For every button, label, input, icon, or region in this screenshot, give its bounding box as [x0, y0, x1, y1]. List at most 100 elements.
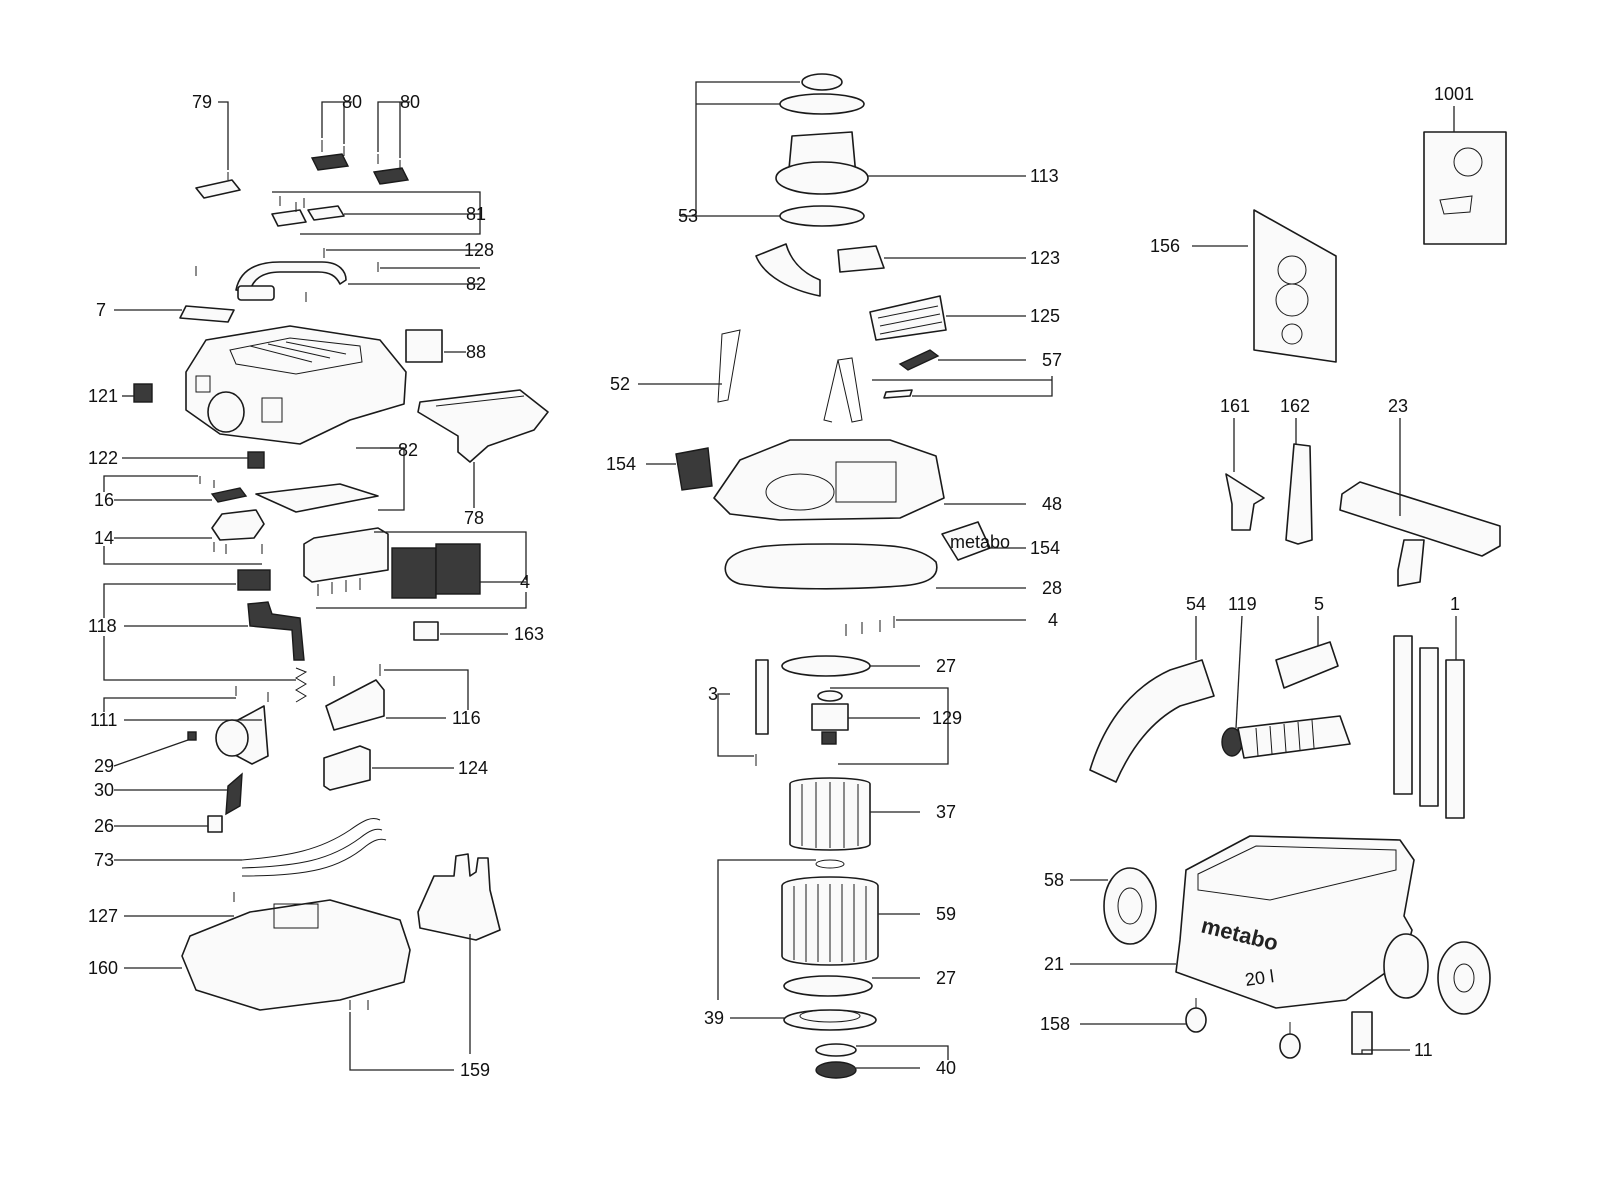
label-78: 78 — [464, 508, 484, 528]
label-1: 1 — [1450, 594, 1460, 614]
label-3: 3 — [708, 684, 718, 704]
part-53-ring-top — [779, 73, 865, 115]
part-14-holder — [211, 509, 265, 554]
label-27b: 27 — [936, 968, 956, 988]
label-122: 122 — [88, 448, 118, 468]
part-160-base — [181, 892, 411, 1011]
part-26-pad — [207, 815, 223, 833]
label-121: 121 — [88, 386, 118, 406]
part-27-seal-top — [781, 655, 871, 677]
part-113-motor — [775, 131, 869, 195]
label-154b: 154 — [1030, 538, 1060, 558]
label-118: 118 — [88, 616, 117, 636]
label-124: 124 — [458, 758, 488, 778]
container-capacity-text: 20 l — [1244, 966, 1276, 990]
label-154a: 154 — [606, 454, 636, 474]
part-122-connector — [247, 451, 265, 469]
label-53: 53 — [678, 206, 698, 226]
label-80a: 80 — [342, 92, 362, 112]
part-158-castors — [1185, 998, 1301, 1059]
part-159-bracket — [417, 853, 501, 941]
label-39: 39 — [704, 1008, 724, 1028]
part-48-lid — [713, 439, 945, 521]
label-113: 113 — [1030, 166, 1059, 186]
part-1001-label — [1423, 131, 1507, 245]
label-16: 16 — [94, 490, 114, 510]
part-39-cap — [783, 1009, 877, 1031]
part-118-block — [237, 569, 271, 591]
label-161: 161 — [1220, 396, 1250, 416]
part-124-filter — [323, 745, 371, 791]
part-81-brackets — [271, 196, 345, 227]
label-29: 29 — [94, 756, 114, 776]
label-111: 111 — [90, 710, 117, 730]
label-11: 11 — [1414, 1040, 1433, 1060]
part-4-screws — [845, 616, 895, 636]
label-27a: 27 — [936, 656, 956, 676]
part-53-gasket — [779, 205, 865, 227]
label-26: 26 — [94, 816, 114, 836]
label-81: 81 — [466, 204, 486, 224]
label-57: 57 — [1042, 350, 1062, 370]
label-163: 163 — [514, 624, 544, 644]
part-121-switch — [133, 383, 153, 403]
part-154-latch-left — [675, 447, 713, 491]
part-59-filter — [781, 859, 879, 966]
part-28-gasket — [724, 543, 938, 590]
label-129: 129 — [932, 708, 962, 728]
part-40-nut — [815, 1043, 857, 1079]
part-21-container: metabo 20 l — [1175, 835, 1415, 1009]
label-4a: 4 — [520, 572, 530, 592]
label-59: 59 — [936, 904, 956, 924]
label-158: 158 — [1040, 1014, 1070, 1034]
part-163-label — [413, 621, 439, 641]
label-88: 88 — [466, 342, 486, 362]
label-7: 7 — [96, 300, 106, 320]
label-48: 48 — [1042, 494, 1062, 514]
part-3-rod — [755, 659, 769, 766]
part-156-filter-bag — [1253, 209, 1337, 363]
part-11-label — [1351, 1011, 1373, 1055]
part-73-cables — [241, 817, 387, 877]
callout-labels: 79 80 80 81 128 82 7 88 121 122 82 78 16… — [88, 84, 1474, 1080]
part-54-handle-tube — [1089, 659, 1215, 783]
label-162: 162 — [1280, 396, 1310, 416]
svg-text:metabo: metabo — [950, 532, 1010, 552]
part-5-adapter — [1275, 641, 1339, 689]
part-23-floor-nozzle — [1339, 481, 1501, 587]
part-52-rod — [717, 329, 741, 403]
part-123-shields — [755, 243, 885, 297]
part-57-latch — [883, 349, 940, 399]
label-82a: 82 — [466, 274, 486, 294]
label-116: 116 — [452, 708, 481, 728]
label-37: 37 — [936, 802, 956, 822]
part-82-plate — [255, 483, 379, 513]
label-58: 58 — [1044, 870, 1064, 890]
label-79: 79 — [192, 92, 212, 112]
part-27-seal-bottom — [783, 975, 873, 997]
leader-lines — [103, 81, 1457, 1071]
label-160: 160 — [88, 958, 118, 978]
label-125: 125 — [1030, 306, 1060, 326]
label-40: 40 — [936, 1058, 956, 1078]
label-127: 127 — [88, 906, 118, 926]
part-125-grille — [869, 295, 947, 341]
label-82b: 82 — [398, 440, 418, 460]
part-78-cover — [417, 389, 549, 463]
part-88-label — [405, 329, 443, 363]
label-52: 52 — [610, 374, 630, 394]
part-1-tubes — [1393, 635, 1465, 819]
part-housing-top — [185, 325, 407, 445]
part-129-float — [811, 690, 849, 745]
label-23: 23 — [1388, 396, 1408, 416]
part-58-wheel — [1103, 867, 1157, 945]
label-30: 30 — [94, 780, 114, 800]
part-119-hose — [1221, 715, 1351, 759]
label-54: 54 — [1186, 594, 1206, 614]
label-4b: 4 — [1048, 610, 1058, 630]
part-29-clip — [187, 731, 197, 741]
label-119: 119 — [1228, 594, 1257, 614]
label-128: 128 — [464, 240, 494, 260]
part-wheel-right — [1383, 933, 1491, 1015]
